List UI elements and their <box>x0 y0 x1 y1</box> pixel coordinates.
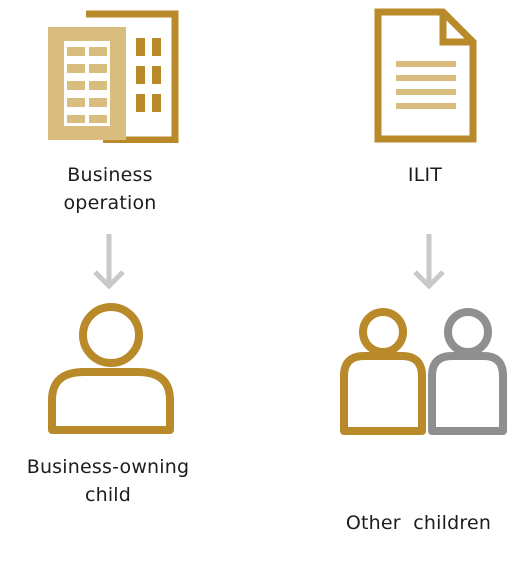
label-ilit: ILIT <box>360 161 490 189</box>
label-line: Business-owning <box>26 456 190 478</box>
label-line: ILIT <box>407 164 443 186</box>
building-icon <box>48 10 179 143</box>
person-icon <box>48 303 174 434</box>
person-gray-icon <box>428 308 507 435</box>
person-icon <box>340 308 426 435</box>
label-line: Business <box>67 164 153 186</box>
label-line: operation <box>63 192 157 214</box>
label-other-children: Other children <box>330 453 507 565</box>
arrow-down-icon <box>413 234 445 290</box>
document-icon <box>374 8 477 143</box>
arrow-down-icon <box>93 234 125 290</box>
label-line: Other children <box>345 512 492 534</box>
label-business-operation: Business operation <box>30 161 190 217</box>
label-line: child <box>84 484 132 506</box>
label-business-owning-child: Business-owning child <box>8 453 208 509</box>
